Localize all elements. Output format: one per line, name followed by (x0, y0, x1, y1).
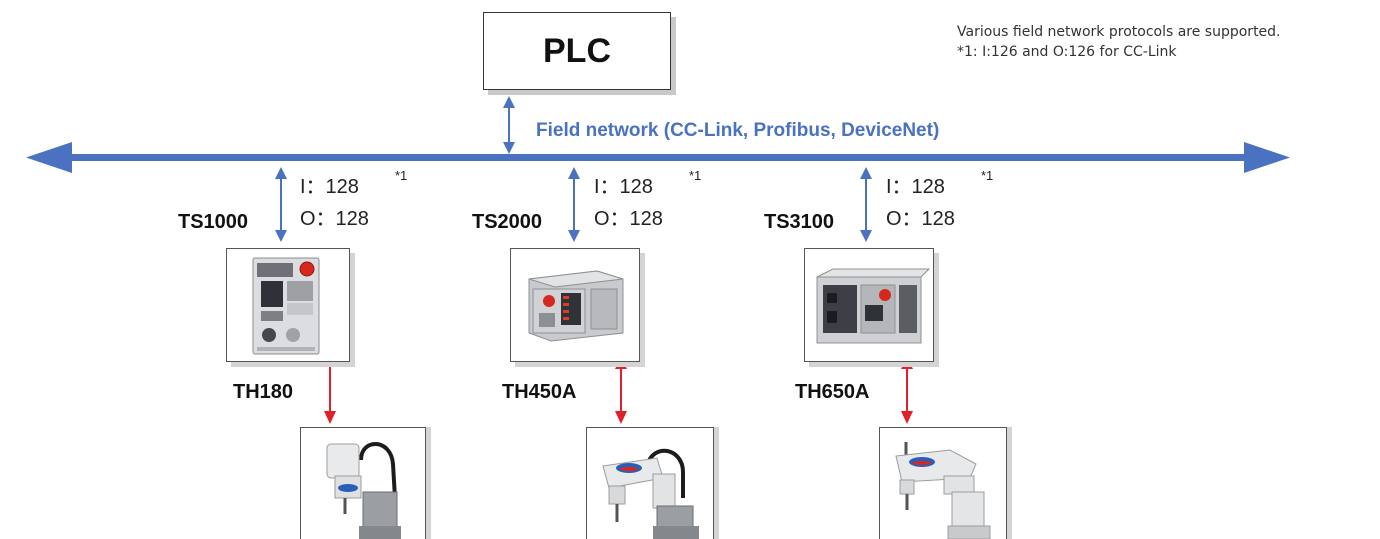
robot-th180-picture (326, 442, 401, 539)
output-count-2: O：128 (594, 208, 663, 230)
output-count-3: O：128 (886, 208, 955, 230)
plc-label: PLC (543, 31, 611, 70)
controller-label-3: TS3100 (764, 211, 835, 233)
robot-image-th450a (586, 427, 714, 539)
controller-image-ts1000 (226, 248, 350, 362)
robot-image-th650a (879, 427, 1007, 539)
plc-box: PLC (483, 12, 671, 90)
field-network-label: Field network (CC-Link, Profibus, Device… (536, 120, 940, 141)
controller-ts3100-picture (816, 268, 931, 344)
input-count-1: I：128 (300, 176, 359, 198)
controller-label-2: TS2000 (472, 211, 543, 233)
robot-label-2: TH450A (502, 381, 577, 403)
field-network-bus (26, 142, 1290, 173)
input-count-2: I：128 (594, 176, 653, 198)
robot-link-arrow-3 (901, 357, 913, 424)
controller-link-arrow-2 (568, 167, 580, 242)
cc-link-footnote: *1: I:126 and O:126 for CC-Link (957, 44, 1177, 60)
robot-link-arrow-2 (615, 357, 627, 424)
robot-label-3: TH650A (795, 381, 870, 403)
controller-link-arrow-3 (860, 167, 872, 242)
controller-link-arrow-1 (275, 167, 287, 242)
footnote-marker-2: *1 (689, 168, 702, 183)
controller-image-ts2000 (510, 248, 640, 362)
plc-link-arrow (503, 96, 515, 154)
robot-link-arrow-1 (324, 352, 336, 424)
robot-th650a-picture (895, 442, 991, 539)
footnote-marker-3: *1 (981, 168, 994, 183)
controller-label-1: TS1000 (178, 211, 249, 233)
robot-image-th180 (300, 427, 426, 539)
input-count-3: I：128 (886, 176, 945, 198)
robot-label-1: TH180 (233, 381, 294, 403)
controller-ts1000-picture (252, 257, 320, 355)
controller-ts2000-picture (528, 270, 624, 342)
footnote-marker-1: *1 (395, 168, 408, 183)
robot-th450a-picture (602, 448, 699, 539)
protocol-note: Various field network protocols are supp… (957, 24, 1281, 40)
controller-image-ts3100 (804, 248, 934, 362)
output-count-1: O：128 (300, 208, 369, 230)
